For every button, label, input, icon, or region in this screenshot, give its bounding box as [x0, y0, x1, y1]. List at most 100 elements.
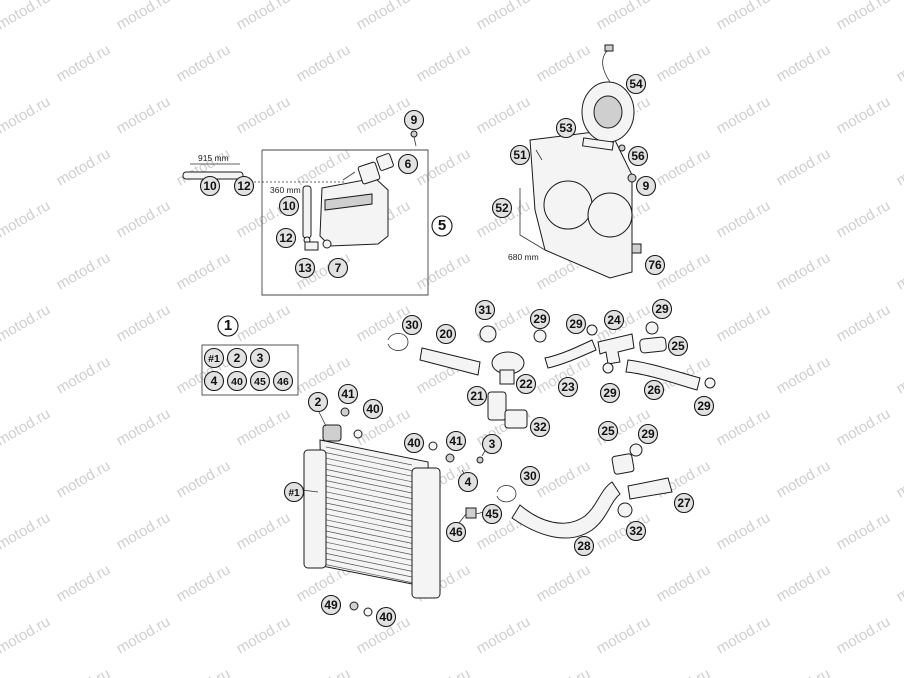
callout-label: 26: [647, 383, 661, 397]
clamp-31-part: [479, 325, 497, 343]
fan-connector-part: [604, 44, 614, 52]
callout-9: 9: [635, 175, 657, 197]
callout-12: 12: [275, 227, 297, 249]
shroud-opening-left: [543, 180, 593, 230]
radiator-fins: [325, 446, 413, 583]
callout-label: 7: [335, 261, 342, 275]
watermark-text: motod.ru: [774, 145, 834, 189]
callout-label: 9: [411, 113, 418, 127]
callout-label: 29: [533, 312, 547, 326]
callout-13: 13: [294, 257, 316, 279]
callout-29: 29: [599, 382, 621, 404]
watermark-text: motod.ru: [714, 197, 774, 241]
callout-29: 29: [637, 423, 659, 445]
callout-label: 29: [655, 302, 669, 316]
radiator-fin: [325, 536, 413, 555]
watermark-text: motod.ru: [654, 145, 714, 189]
watermark-text: motod.ru: [474, 0, 534, 33]
hose-32-part: [504, 409, 528, 429]
callout-label: 12: [237, 179, 251, 193]
watermark-text: motod.ru: [0, 197, 53, 241]
hose-26-part: [625, 359, 701, 391]
watermark-text: motod.ru: [414, 249, 474, 293]
callout-76: 76: [644, 254, 666, 276]
radiator-fin: [325, 502, 413, 522]
callout-52: 52: [491, 197, 513, 219]
watermark-text: motod.ru: [114, 0, 174, 33]
callout-label: 20: [439, 327, 453, 341]
callout-label: 30: [523, 469, 537, 483]
callout-label: 56: [631, 149, 645, 163]
clamp-29c-part: [602, 362, 614, 374]
callout-label: 40: [366, 402, 380, 416]
kit-item-label: 40: [231, 376, 243, 388]
screw-49-part: [349, 601, 359, 611]
watermark-text: motod.ru: [294, 41, 354, 85]
callout-label: 30: [405, 318, 419, 332]
screw-3-part: [476, 456, 484, 464]
callout-label: 5: [438, 217, 446, 234]
callout-label: 12: [279, 231, 293, 245]
callout-40: 40: [362, 398, 384, 420]
callout-26: 26: [643, 379, 665, 401]
callout-22: 22: [515, 373, 537, 395]
watermark-text: motod.ru: [714, 405, 774, 449]
watermark-text: motod.ru: [894, 249, 904, 293]
hose-27-part: [627, 477, 673, 500]
hose-28-part: [511, 481, 621, 539]
callout-24: 24: [603, 309, 625, 331]
callout-25: 25: [597, 420, 619, 442]
callout-41: 41: [337, 383, 359, 405]
hose-25-part: [639, 336, 667, 354]
screw-41a-part: [340, 407, 350, 417]
watermark-text: motod.ru: [414, 665, 474, 678]
callout-1: 1: [217, 315, 239, 337]
watermark-text: motod.ru: [774, 561, 834, 605]
t-piece-part: [597, 333, 635, 365]
sensor-45-part: [465, 507, 477, 519]
watermark-text: motod.ru: [474, 613, 534, 657]
callout-label: 29: [569, 317, 583, 331]
callout-45: 45: [481, 503, 503, 525]
watermark-text: motod.ru: [54, 145, 114, 189]
watermark-text: motod.ru: [174, 665, 234, 678]
watermark-text: motod.ru: [234, 93, 294, 137]
radiator-fin: [325, 446, 413, 466]
callout-label: 21: [470, 389, 484, 403]
seal-strip-part: [582, 137, 614, 151]
callout-30: 30: [519, 465, 541, 487]
callout-32: 32: [529, 416, 551, 438]
callout-label: 29: [697, 399, 711, 413]
callout-label: 27: [677, 496, 691, 510]
watermark-text: motod.ru: [294, 665, 354, 678]
callout-label: 9: [643, 179, 650, 193]
watermark-text: motod.ru: [594, 613, 654, 657]
watermark-text: motod.ru: [0, 405, 53, 449]
screw-41b-part: [445, 453, 455, 463]
watermark-text: motod.ru: [174, 249, 234, 293]
watermark-text: motod.ru: [474, 93, 534, 137]
watermark-text: motod.ru: [714, 93, 774, 137]
watermark-text: motod.ru: [174, 41, 234, 85]
callout-54: 54: [625, 73, 647, 95]
watermark-text: motod.ru: [654, 41, 714, 85]
watermark-text: motod.ru: [114, 613, 174, 657]
radiator-fin: [325, 491, 413, 511]
watermark-text: motod.ru: [834, 93, 894, 137]
callout-label: 53: [559, 121, 573, 135]
watermark-text: motod.ru: [54, 665, 114, 678]
callout-2: 2: [307, 391, 329, 413]
callout-label: 52: [495, 201, 509, 215]
watermark-text: motod.ru: [714, 613, 774, 657]
kit-item-label: 3: [257, 351, 264, 365]
callout-29: 29: [529, 308, 551, 330]
watermark-text: motod.ru: [0, 613, 53, 657]
callout-56: 56: [627, 145, 649, 167]
callout-29: 29: [651, 298, 673, 320]
radiator-fin: [325, 508, 413, 527]
watermark-text: motod.ru: [114, 509, 174, 553]
callout-label: 23: [561, 380, 575, 394]
washer-40b-part: [428, 441, 438, 451]
